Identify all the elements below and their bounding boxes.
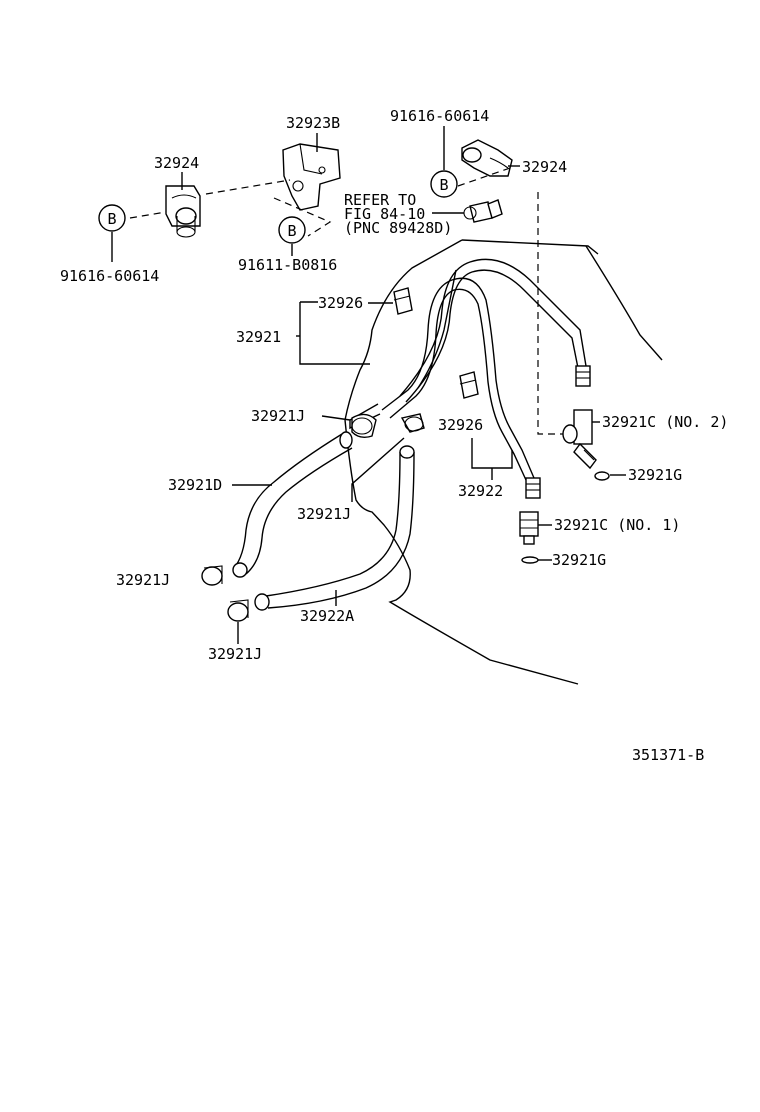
- callout-b-right: B: [430, 170, 458, 198]
- grommet-32926-lower: [459, 371, 479, 399]
- bracket-32922: [471, 438, 513, 469]
- label-32922: 32922: [458, 482, 503, 500]
- dash-b-left: [129, 211, 167, 219]
- label-91616-60614-top: 91616-60614: [390, 107, 489, 125]
- svg-text:B: B: [287, 222, 296, 240]
- dash-clip-bracket: [205, 179, 291, 195]
- clip-32924-left: [165, 185, 201, 238]
- label-refer-line2: FIG 84-10: [344, 205, 425, 223]
- leader-clamp-upper: [321, 415, 351, 421]
- label-refer-line3: (PNC 89428D): [344, 219, 452, 237]
- callout-b-left: B: [98, 204, 126, 232]
- clamp-32921j-lower-left: [201, 565, 223, 586]
- clip-32924-right: [461, 139, 513, 177]
- label-32924-left: 32924: [154, 154, 199, 172]
- diagram-code: 351371-B: [632, 746, 704, 764]
- dash-b-right: [457, 167, 511, 187]
- svg-text:B: B: [439, 176, 448, 194]
- label-32924-right: 32924: [522, 158, 567, 176]
- leader-clamp-middle: [351, 437, 405, 502]
- clamp-32921j-middle: [400, 413, 425, 433]
- label-32922a: 32922A: [300, 607, 354, 625]
- engine-body-outline: [344, 239, 663, 685]
- label-91611-b0816: 91611-B0816: [238, 256, 337, 274]
- svg-text:B: B: [107, 210, 116, 228]
- gasket-32921g-lower: [521, 556, 539, 564]
- dash-union-no2: [537, 192, 572, 435]
- bolt-refer: [463, 199, 503, 223]
- union-32921c-no1: [519, 511, 539, 545]
- clamp-32921j-bottom: [227, 599, 249, 622]
- union-32921c-no2: [562, 409, 597, 470]
- callout-b-mid: B: [278, 216, 306, 244]
- hose-32921d: [232, 431, 353, 578]
- label-32921j-middle: 32921J: [297, 505, 351, 523]
- label-32921g-upper: 32921G: [628, 466, 682, 484]
- label-32921j-upper: 32921J: [251, 407, 305, 425]
- label-32926-lower: 32926: [438, 416, 483, 434]
- bracket-32923b: [282, 143, 341, 211]
- label-32921g-lower: 32921G: [552, 551, 606, 569]
- label-32923b: 32923B: [286, 114, 340, 132]
- bracket-32921: [299, 302, 370, 365]
- label-32921j-lower-left: 32921J: [116, 571, 170, 589]
- label-32921c-no1: 32921C (NO. 1): [554, 516, 680, 534]
- label-32921: 32921: [236, 328, 281, 346]
- hose-32922a: [254, 445, 415, 611]
- label-91616-60614-left: 91616-60614: [60, 267, 159, 285]
- gasket-32921g-upper: [594, 471, 610, 481]
- label-32921j-bottom: 32921J: [208, 645, 262, 663]
- label-refer-line1: REFER TO: [344, 191, 416, 209]
- grommet-32926-upper: [393, 287, 413, 315]
- clamp-32921j-upper: [351, 413, 377, 439]
- dash-b-mid: [273, 197, 332, 237]
- label-32926-upper: 32926: [318, 294, 363, 312]
- label-32921d: 32921D: [168, 476, 222, 494]
- label-32921c-no2: 32921C (NO. 2): [602, 413, 728, 431]
